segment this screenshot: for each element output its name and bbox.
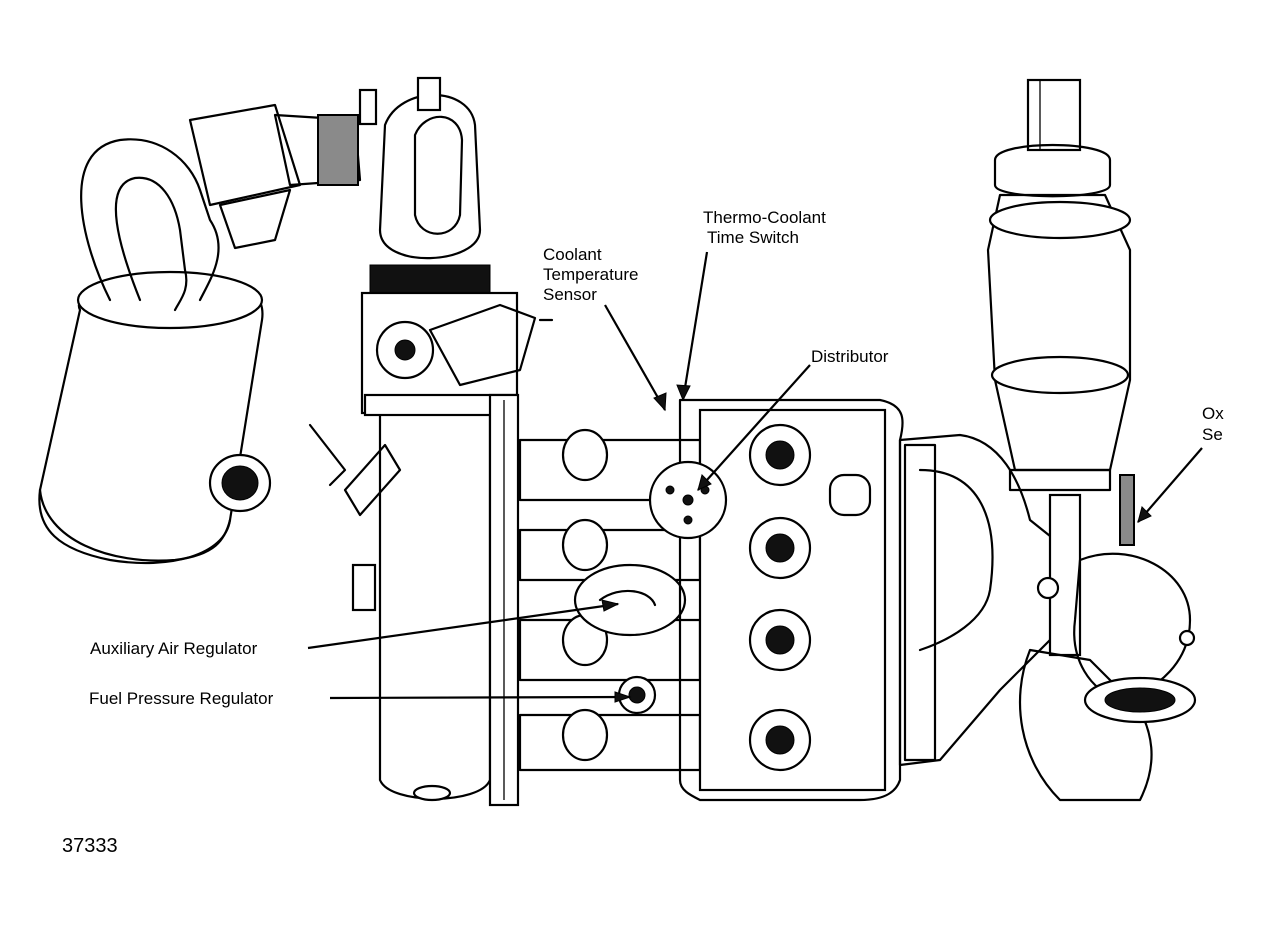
exhaust-manifold: [898, 433, 1057, 767]
distributor-label: Distributor: [811, 347, 889, 366]
figure-number: 37333: [62, 835, 118, 857]
leader-fuel-pressure: [329, 695, 631, 700]
intake-elbow: [360, 76, 554, 415]
cylinder-head: [678, 398, 904, 802]
leader-coolant-sensor: [604, 304, 666, 411]
air-flow-meter-housing: [188, 88, 378, 250]
intake-plenum: [308, 393, 517, 802]
air-intake-duct: [80, 138, 220, 312]
air-cleaner-housing: [38, 270, 272, 565]
exhaust-elbow: [1018, 474, 1197, 802]
fuel-rail: [488, 393, 520, 807]
leader-distributor: [697, 364, 811, 491]
leader-thermo-switch: [681, 251, 709, 401]
leader-aux-air: [307, 602, 619, 650]
fuel-pressure-label: Fuel Pressure Regulator: [89, 689, 274, 708]
distributor: [648, 460, 728, 540]
catalytic-converter: [986, 78, 1132, 657]
injector-runners: [518, 428, 702, 772]
aux-air-label: Auxiliary Air Regulator: [90, 639, 258, 658]
leader-oxygen-sensor: [1137, 447, 1203, 523]
